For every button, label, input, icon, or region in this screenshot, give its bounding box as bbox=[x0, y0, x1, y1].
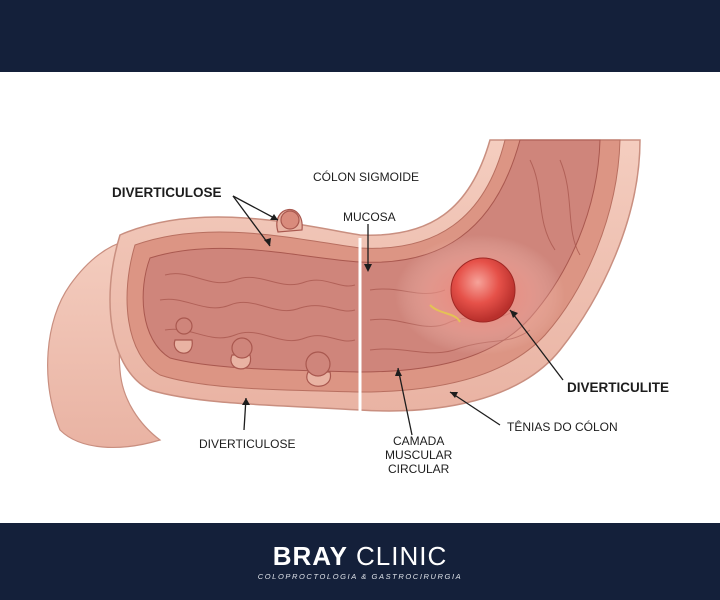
label-mucosa: MUCOSA bbox=[343, 210, 396, 224]
label-circular-muscle-line-2: MUSCULAR bbox=[385, 448, 453, 462]
diverticula bbox=[173, 209, 331, 387]
label-circular-muscle-line-1: CAMADA bbox=[393, 434, 445, 448]
label-diverticulitis: DIVERTICULITE bbox=[567, 380, 670, 395]
label-diverticulosis-top: DIVERTICULOSE bbox=[112, 185, 222, 200]
leader-lines bbox=[232, 195, 564, 436]
brand-tagline: COLOPROCTOLOGIA & GASTROCIRURGIA bbox=[257, 572, 463, 581]
colon-diagram bbox=[47, 139, 641, 448]
inflamed-diverticulum bbox=[450, 257, 516, 323]
brand-name-bold: BRAY bbox=[272, 541, 349, 571]
top-banner bbox=[0, 0, 720, 72]
label-circular-muscle-line-3: CIRCULAR bbox=[388, 462, 450, 476]
label-circular-muscle: CAMADA MUSCULAR CIRCULAR bbox=[385, 434, 452, 476]
label-diverticulosis-bottom: DIVERTICULOSE bbox=[199, 437, 296, 451]
brand-name-light: CLINIC bbox=[356, 541, 448, 571]
label-taenia-coli: TÊNIAS DO CÓLON bbox=[507, 420, 618, 434]
label-sigmoid-colon: CÓLON SIGMOIDE bbox=[313, 170, 420, 184]
